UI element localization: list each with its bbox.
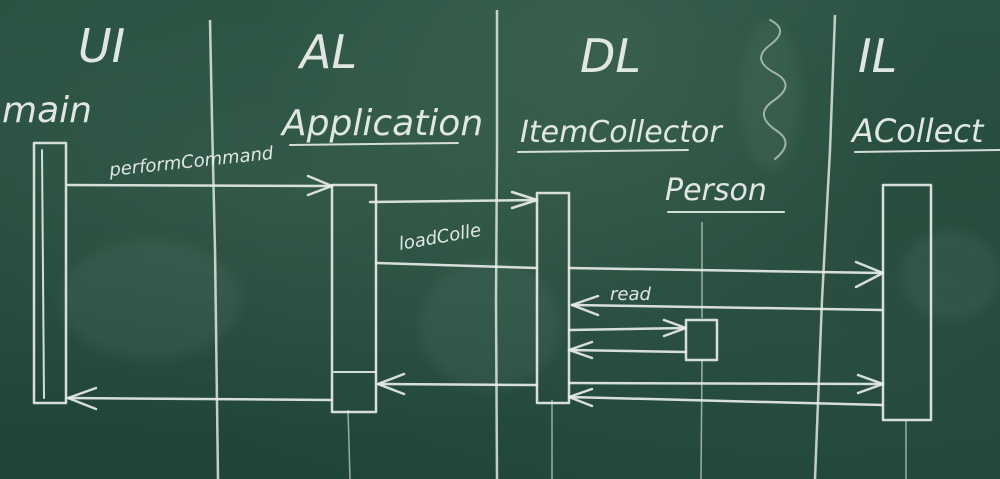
message-collector-to-acollection-arrow (567, 266, 885, 275)
message-collector-to-app-head (376, 372, 406, 396)
layer-label-al: AL (297, 25, 357, 79)
layer-divider-dl-il (813, 14, 837, 479)
message-load-collection-label: loadColle (397, 220, 483, 255)
participant-application-underline (289, 142, 459, 146)
layer-label-il: IL (858, 29, 897, 83)
message-person-to-collector-arrow (567, 348, 688, 354)
lifeline-person-lower (700, 359, 703, 479)
message-acollection-to-collector-head (567, 387, 594, 408)
participant-main: main (2, 90, 92, 131)
participant-person: Person (665, 173, 767, 208)
participant-item-collector-underline (517, 149, 689, 153)
message-app-to-main-head (66, 386, 98, 411)
message-collector-to-acollection-head (854, 260, 885, 289)
layer-divider-ui-al (208, 19, 220, 479)
layer-divider-al-dl (494, 10, 499, 479)
participant-acollection: ACollect (850, 112, 985, 150)
message-person-to-collector-head (567, 340, 594, 360)
lifeline-application (347, 409, 351, 479)
message-perform-command-head (306, 174, 334, 197)
message-read-label: read (610, 284, 652, 305)
activation-acollection (881, 183, 933, 422)
message-collector-to-person-arrow (567, 326, 688, 332)
layer-label-dl: DL (580, 29, 641, 83)
layer-label-ui: UI (78, 19, 125, 73)
message-app-to-collector-head (510, 190, 539, 210)
message-app-to-main-arrow (66, 396, 334, 402)
participant-application: Application (280, 103, 483, 144)
message-perform-command-label: performCommand (107, 143, 275, 181)
message-read-head (570, 294, 600, 317)
message-collector-to-acollection-2-arrow (567, 381, 885, 386)
message-load-collection-arrow (374, 261, 539, 270)
activation-item-collector (535, 191, 571, 405)
activation-person (684, 318, 719, 362)
participant-item-collector: ItemCollector (520, 115, 723, 150)
chalk-squiggle (760, 19, 787, 160)
message-read-arrow (570, 303, 885, 312)
activation-application (330, 183, 378, 414)
message-perform-command-arrow (66, 183, 334, 188)
message-app-to-collector-arrow (368, 198, 539, 204)
activation-main (32, 141, 68, 405)
activation-main-inner (41, 149, 45, 399)
message-collector-to-acollection-2-head (856, 373, 885, 395)
message-collector-to-app-arrow (376, 382, 539, 387)
participant-acollection-underline (854, 149, 1000, 153)
message-collector-to-person-head (662, 318, 688, 338)
message-acollection-to-collector-arrow (567, 395, 885, 407)
